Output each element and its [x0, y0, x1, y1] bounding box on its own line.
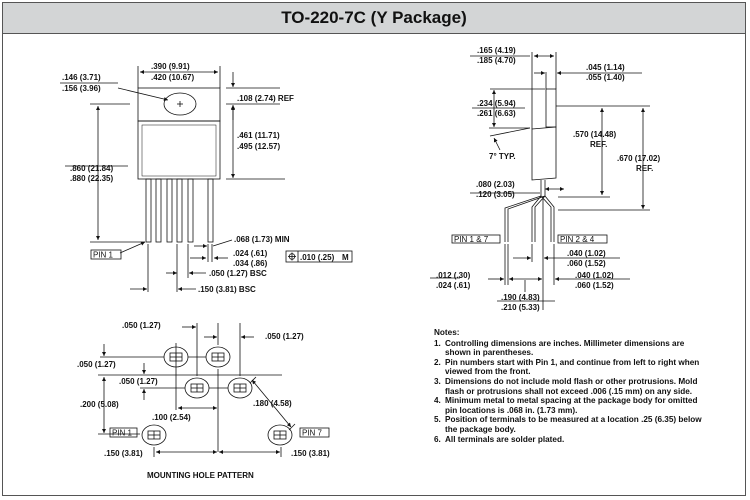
dim-length-min: .860 (21.84)	[70, 164, 113, 173]
pin-1-7-label-box	[451, 234, 501, 244]
dim-standoff-max: .120 (3.05)	[476, 190, 515, 199]
dim-hole-dia-min: .146 (3.71)	[62, 73, 101, 82]
side-view	[430, 52, 650, 310]
dim-height-ref-1-note: REF.	[590, 140, 607, 149]
notes-header: Notes:	[434, 328, 460, 337]
side-tab	[545, 88, 557, 128]
page-title: TO-220-7C (Y Package)	[281, 8, 467, 27]
dim-height-ref-2: .670 (17.02)	[617, 154, 660, 163]
dim-outer-span-max: .210 (5.33)	[501, 303, 540, 312]
pad-holes	[141, 346, 293, 446]
title-bar: TO-220-7C (Y Package)	[3, 3, 745, 34]
mounting-hole-pattern	[98, 323, 330, 457]
notes-list: 1.Controlling dimensions are inches. Mil…	[434, 339, 704, 445]
pattern-pin7-label: PIN 7	[302, 429, 323, 438]
dim-mid-row: .050 (1.27)	[119, 377, 158, 386]
tolerance-frame	[285, 250, 353, 263]
side-body	[531, 126, 557, 181]
dim-span: .150 (3.81) BSC	[198, 285, 256, 294]
note-item: 1.Controlling dimensions are inches. Mil…	[434, 338, 685, 358]
mounting-pattern-caption: MOUNTING HOLE PATTERN	[147, 471, 254, 480]
pin7-pattern-label-box	[299, 427, 330, 438]
pin-1-7-label: PIN 1 & 7	[454, 235, 489, 244]
dim-body-thickness-min: .165 (4.19)	[477, 46, 516, 55]
dim-lead-offset-a-max: .060 (1.52)	[567, 259, 606, 268]
pattern-pin1-label: PIN 1	[112, 429, 133, 438]
dim-left-row: .050 (1.27)	[77, 360, 116, 369]
side-view-labels: .165 (4.19) .185 (4.70) .045 (1.14) .055…	[436, 46, 660, 312]
dim-height-ref-2-note: REF.	[636, 164, 653, 173]
mounting-pattern-labels: .050 (1.27) .050 (1.27) .050 (1.27) .050…	[77, 321, 330, 480]
dim-lead-offset-b-min: .040 (1.02)	[575, 271, 614, 280]
pin1-pattern-label-box	[109, 427, 138, 438]
dim-tab-width-max: .420 (10.67)	[151, 73, 194, 82]
dim-diagonal: .180 (4.58)	[253, 399, 292, 408]
leads	[145, 178, 214, 243]
dim-tab-height-min: .234 (5.94)	[477, 99, 516, 108]
dim-pitch-100: .100 (2.54)	[152, 413, 191, 422]
pin-2-4-label-box	[557, 234, 608, 244]
note-item: 3.Dimensions do not include mold flash o…	[434, 376, 698, 396]
dim-lead-thickness-min: .012 (.30)	[436, 271, 471, 280]
dim-top-right: .050 (1.27)	[265, 332, 304, 341]
dim-lead-width-max: .034 (.86)	[233, 259, 268, 268]
dim-body-hole-max: .495 (12.57)	[237, 142, 280, 151]
note-item: 6.All terminals are solder plated.	[434, 434, 565, 444]
dim-tab-height-max: .261 (6.63)	[477, 109, 516, 118]
dim-body-hole-min: .461 (11.71)	[237, 131, 280, 140]
note-item: 5.Position of terminals to be measured a…	[434, 415, 702, 434]
pin-2-4-label: PIN 2 & 4	[560, 235, 595, 244]
dim-pitch: .050 (1.27) BSC	[209, 269, 267, 278]
package-body	[137, 120, 221, 180]
dim-hole-dia-max: .156 (3.96)	[62, 84, 101, 93]
dim-standoff-min: .080 (2.03)	[476, 180, 515, 189]
dim-tab-thickness-min: .045 (1.14)	[586, 63, 625, 72]
dim-tab-width-min: .390 (9.91)	[151, 62, 190, 71]
pin1-label-box	[90, 249, 122, 260]
dim-vertical: .200 (5.08)	[80, 400, 119, 409]
pin1-label: PIN 1	[93, 251, 114, 260]
front-view-labels: .390 (9.91) .420 (10.67) .146 (3.71) .15…	[62, 62, 349, 294]
dim-hole-offset: .108 (2.74) REF	[237, 94, 294, 103]
note-item: 2.Pin numbers start with Pin 1, and cont…	[434, 357, 700, 377]
dim-outer-span-min: .190 (4.83)	[501, 293, 540, 302]
dim-length-max: .880 (22.35)	[70, 174, 113, 183]
dim-pin-gap-min: .068 (1.73) MIN	[234, 235, 290, 244]
dim-bottom-left: .150 (3.81)	[104, 449, 143, 458]
dim-top-left: .050 (1.27)	[122, 321, 161, 330]
dim-lead-offset-a-min: .040 (1.02)	[567, 249, 606, 258]
tolerance-modifier: M	[342, 253, 349, 262]
dim-lead-thickness-max: .024 (.61)	[436, 281, 471, 290]
dim-lead-offset-b-max: .060 (1.52)	[575, 281, 614, 290]
dim-height-ref-1: .570 (14.48)	[573, 130, 616, 139]
mounting-hole	[163, 92, 197, 116]
dim-bottom-right: .150 (3.81)	[291, 449, 330, 458]
dim-body-thickness-max: .185 (4.70)	[477, 56, 516, 65]
tolerance-value: .010 (.25)	[300, 253, 335, 262]
front-view	[60, 66, 353, 292]
note-item: 4.Minimum metal to metal spacing at the …	[434, 396, 698, 415]
dim-lead-width-min: .024 (.61)	[233, 249, 268, 258]
notes-block: Notes: 1.Controlling dimensions are inch…	[434, 328, 704, 444]
dim-tab-thickness-max: .055 (1.40)	[586, 73, 625, 82]
draft-angle: 7° TYP.	[489, 152, 516, 161]
